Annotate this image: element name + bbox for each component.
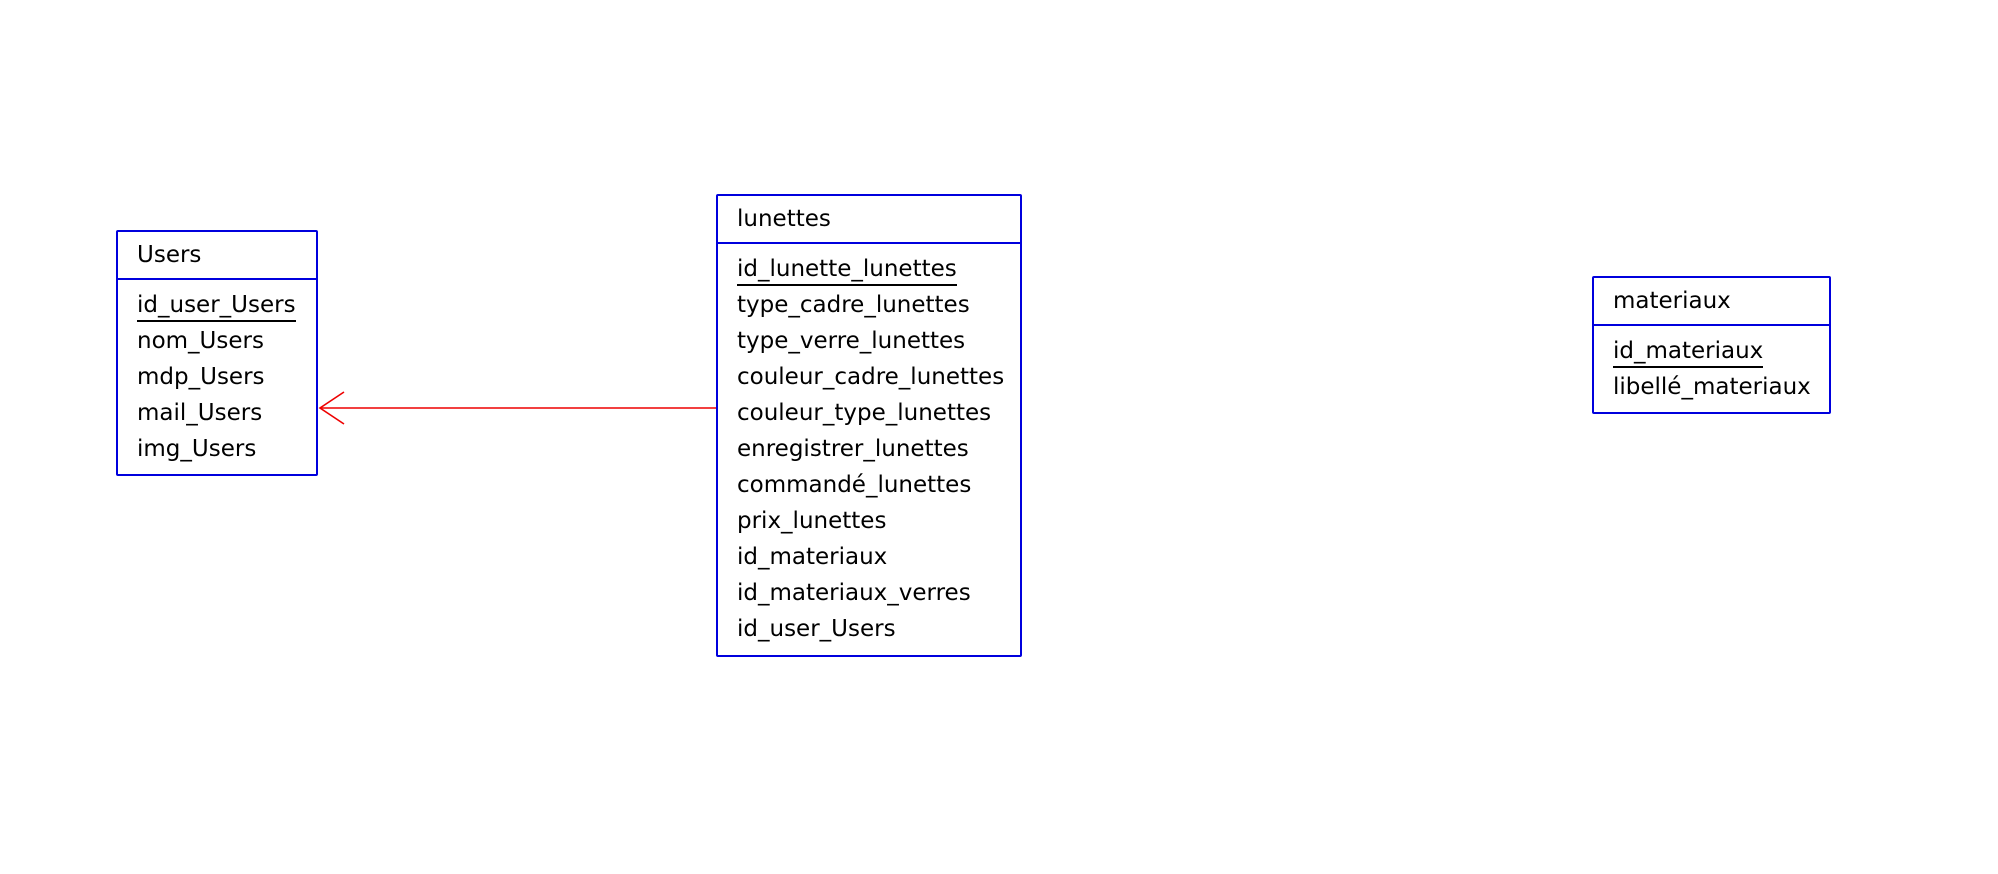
- entity-lunettes[interactable]: lunettes id_lunette_lunettes type_cadre_…: [716, 194, 1022, 657]
- attribute: id_materiaux_verres: [737, 580, 971, 606]
- entity-title-users: Users: [118, 232, 316, 280]
- relationship-lunettes-to-users: [318, 391, 716, 425]
- attribute-primary-key: id_lunette_lunettes: [737, 251, 1008, 287]
- attribute: couleur_cadre_lunettes: [737, 364, 1005, 390]
- attribute: type_cadre_lunettes: [737, 292, 970, 318]
- attribute: libellé_materiaux: [1613, 374, 1811, 400]
- arrowhead-icon: [318, 391, 345, 425]
- entity-materiaux[interactable]: materiaux id_materiaux libellé_materiaux: [1592, 276, 1831, 414]
- attribute: mail_Users: [137, 400, 263, 426]
- attribute: nom_Users: [137, 328, 264, 354]
- attribute: id_user_Users: [737, 616, 896, 642]
- entity-users[interactable]: Users id_user_Users nom_Users mdp_Users …: [116, 230, 318, 476]
- attribute: id_materiaux: [737, 544, 888, 570]
- entity-title-materiaux: materiaux: [1594, 278, 1829, 326]
- attribute-primary-key: id_user_Users: [137, 287, 304, 323]
- attribute: couleur_type_lunettes: [737, 400, 992, 426]
- attribute: mdp_Users: [137, 364, 265, 390]
- attribute: commandé_lunettes: [737, 472, 972, 498]
- attribute: img_Users: [137, 436, 257, 462]
- attribute: type_verre_lunettes: [737, 328, 966, 354]
- attribute: enregistrer_lunettes: [737, 436, 969, 462]
- entity-attributes-lunettes: id_lunette_lunettes type_cadre_lunettes …: [718, 244, 1020, 647]
- attribute: prix_lunettes: [737, 508, 887, 534]
- entity-attributes-users: id_user_Users nom_Users mdp_Users mail_U…: [118, 280, 316, 467]
- entity-attributes-materiaux: id_materiaux libellé_materiaux: [1594, 326, 1829, 405]
- attribute-primary-key: id_materiaux: [1613, 333, 1817, 369]
- entity-title-lunettes: lunettes: [718, 196, 1020, 244]
